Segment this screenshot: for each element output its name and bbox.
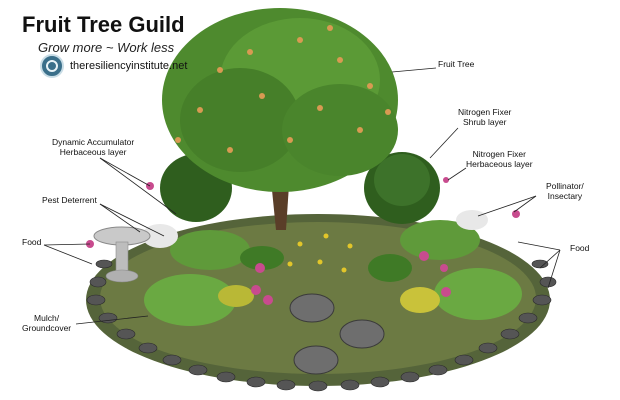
fruit-tree-canopy <box>162 8 398 192</box>
label-nitrogen-fixer-herb: Nitrogen Fixer Herbaceous layer <box>466 149 533 170</box>
leader-lines <box>43 67 561 325</box>
label-nitrogen-fixer-shrub-line1: Nitrogen Fixer <box>458 107 512 117</box>
label-pollinator-line1: Pollinator/ <box>546 181 584 191</box>
label-nitrogen-fixer-shrub-line2: Shrub layer <box>462 116 507 127</box>
fruit-dots <box>175 25 391 153</box>
label-mulch: Mulch/ Groundcover <box>22 313 72 334</box>
label-fruit-tree: Fruit Tree <box>438 59 475 69</box>
page-subtitle: Grow more ~ Work less <box>38 40 175 55</box>
pink-flowers <box>86 177 520 305</box>
website-label: theresiliencyinstitute.net <box>70 60 188 72</box>
label-pollinator-line2: Insectary <box>547 190 583 201</box>
label-dynamic-accumulator: Dynamic Accumulator Herbaceous layer <box>52 137 135 158</box>
label-food-right: Food <box>570 243 590 253</box>
birdbath <box>93 226 151 283</box>
label-nitrogen-fixer-herb-line1: Nitrogen Fixer <box>472 149 526 159</box>
stepping-stones <box>289 293 385 375</box>
border-stones <box>86 259 557 392</box>
label-dynamic-accumulator-line2: Herbaceous layer <box>59 146 127 157</box>
resiliency-logo-icon <box>40 54 64 78</box>
label-pest-deterrent: Pest Deterrent <box>42 195 97 205</box>
label-nitrogen-fixer-herb-line2: Herbaceous layer <box>466 158 533 169</box>
understory-plants <box>142 210 522 326</box>
yellow-flowers <box>287 233 353 273</box>
label-pollinator: Pollinator/ Insectary <box>546 181 584 202</box>
label-food-left: Food <box>22 237 42 247</box>
label-nitrogen-fixer-shrub: Nitrogen Fixer Shrub layer <box>458 107 512 128</box>
label-mulch-line1: Mulch/ <box>34 313 60 323</box>
label-dynamic-accumulator-line1: Dynamic Accumulator <box>52 137 135 147</box>
page-title: Fruit Tree Guild <box>22 12 185 37</box>
label-mulch-line2: Groundcover <box>22 322 72 333</box>
